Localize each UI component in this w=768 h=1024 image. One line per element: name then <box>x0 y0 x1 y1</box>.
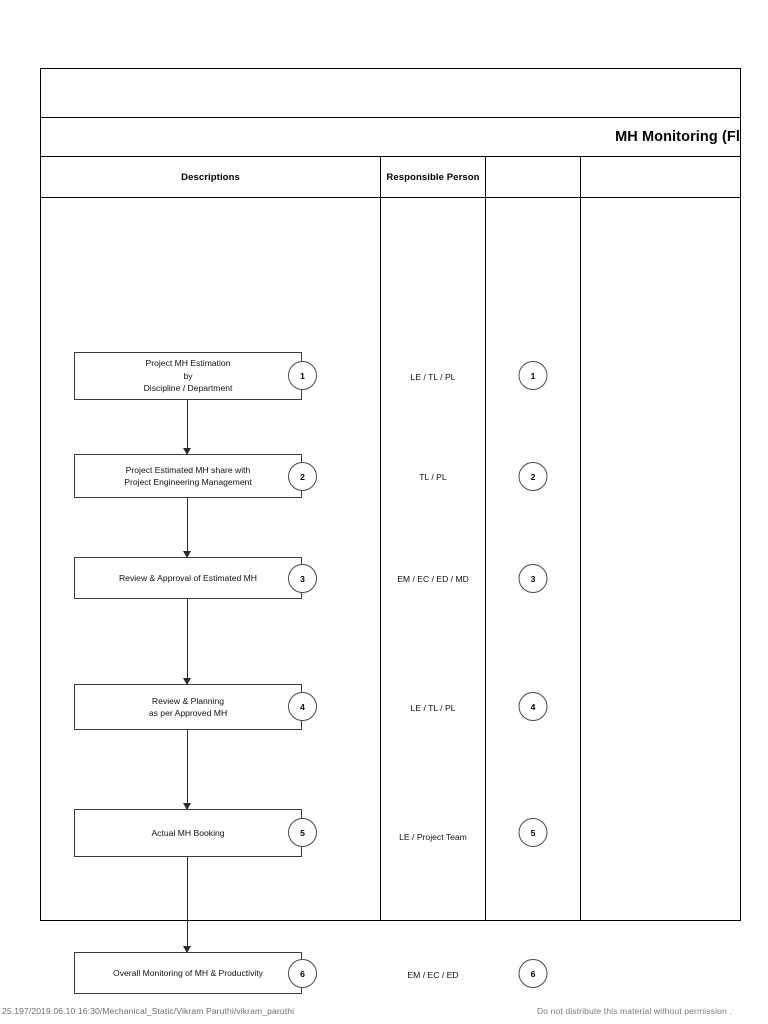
process-box-4-line-2: as per Approved MH <box>148 708 228 718</box>
process-box-1-line-1: Project MH Estimation <box>145 358 231 369</box>
reference-circle-6[interactable]: 6 <box>518 959 548 988</box>
step-circle-5-label: 5 <box>300 827 305 838</box>
step-circle-2[interactable]: 2 <box>288 462 317 491</box>
responsible-person-1: LE / TL / PL <box>410 372 456 382</box>
flowchart-canvas: Project MH Estimation by Discipline / De… <box>41 198 380 994</box>
process-box-6-line-1: Overall Monitoring of MH & Productivity <box>113 967 263 978</box>
reference-circle-6-label: 6 <box>530 968 536 979</box>
extra-canvas <box>581 198 740 920</box>
column-header-reference <box>485 156 581 198</box>
page-footer: 25.197/2019.06.10 16:30/Mechanical_Stati… <box>0 1006 768 1024</box>
header-blank-row <box>40 68 741 118</box>
responsible-person-canvas: LE / TL / PL TL / PL EM / EC / ED / MD L… <box>381 198 485 980</box>
step-circle-4[interactable]: 4 <box>288 692 317 721</box>
footer-revision-path: 25.197/2019.06.10 16:30/Mechanical_Stati… <box>2 1006 295 1016</box>
reference-circle-4-label: 4 <box>530 701 536 712</box>
process-box-3-line-1: Review & Approval of Estimated MH <box>118 572 258 583</box>
reference-circle-3[interactable]: 3 <box>518 564 548 593</box>
header-blank-cell <box>40 68 741 118</box>
process-box-5-line-1: Actual MH Booking <box>151 827 225 838</box>
responsible-person-2: TL / PL <box>419 472 447 482</box>
step-circle-2-label: 2 <box>300 471 305 482</box>
flowchart-body-row: Project MH Estimation by Discipline / De… <box>40 197 741 994</box>
step-circle-1[interactable]: 1 <box>288 361 317 390</box>
column-header-responsible-person: Responsible Person <box>380 156 486 198</box>
process-box-4[interactable]: Review & Planning as per Approved MH <box>74 684 302 730</box>
reference-circle-2-label: 2 <box>530 471 536 482</box>
descriptions-cell: Project MH Estimation by Discipline / De… <box>40 197 381 994</box>
responsible-person-6: EM / EC / ED <box>407 970 459 980</box>
connector-arrow-3-to-4 <box>181 599 194 685</box>
connector-arrow-5-to-6 <box>181 857 194 953</box>
reference-circle-2[interactable]: 2 <box>518 462 548 491</box>
process-box-4-line-1: Review & Planning <box>151 695 225 706</box>
step-circle-3-label: 3 <box>300 573 305 584</box>
extra-cell <box>580 197 741 921</box>
process-box-5[interactable]: Actual MH Booking <box>74 809 302 857</box>
document-table: MH Monitoring (Fl Descriptions Responsib… <box>40 68 741 994</box>
step-circle-6-label: 6 <box>300 968 305 979</box>
process-box-2-line-1: Project Estimated MH share with <box>125 464 251 475</box>
reference-circle-5-label: 5 <box>530 827 536 838</box>
column-header-descriptions: Descriptions <box>40 156 381 198</box>
reference-circle-1[interactable]: 1 <box>518 361 548 390</box>
column-header-extra <box>580 156 741 198</box>
process-box-1[interactable]: Project MH Estimation by Discipline / De… <box>74 352 302 400</box>
column-header-row: Descriptions Responsible Person <box>40 156 741 198</box>
responsible-person-5: LE / Project Team <box>399 832 467 842</box>
step-circle-6[interactable]: 6 <box>288 959 317 988</box>
process-box-2-line-2: Project Engineering Management <box>124 477 252 487</box>
title-row: MH Monitoring (Fl <box>40 117 741 157</box>
responsible-person-3: EM / EC / ED / MD <box>397 574 469 584</box>
reference-circle-3-label: 3 <box>530 573 536 584</box>
step-circle-5[interactable]: 5 <box>288 818 317 847</box>
responsible-person-cell: LE / TL / PL TL / PL EM / EC / ED / MD L… <box>380 197 486 980</box>
footer-disclaimer: Do not distribute this material without … <box>537 1006 732 1016</box>
process-box-1-line-3: Discipline / Department <box>143 383 233 394</box>
process-box-2[interactable]: Project Estimated MH share with Project … <box>74 454 302 498</box>
responsible-person-4: LE / TL / PL <box>410 703 456 713</box>
step-circle-3[interactable]: 3 <box>288 564 317 593</box>
connector-arrow-4-to-5 <box>181 730 194 810</box>
step-circle-1-label: 1 <box>300 370 305 381</box>
step-circle-4-label: 4 <box>300 701 305 712</box>
reference-circle-5[interactable]: 5 <box>518 818 548 847</box>
reference-cell: 1 2 3 4 5 <box>485 197 581 988</box>
document-title: MH Monitoring (Fl <box>40 117 741 157</box>
process-box-6[interactable]: Overall Monitoring of MH & Productivity <box>74 952 302 994</box>
process-box-3[interactable]: Review & Approval of Estimated MH <box>74 557 302 599</box>
reference-circle-4[interactable]: 4 <box>518 692 548 721</box>
connector-arrow-2-to-3 <box>181 498 194 558</box>
reference-circle-1-label: 1 <box>530 370 536 381</box>
process-box-1-line-2: by <box>183 370 193 381</box>
connector-arrow-1-to-2 <box>181 400 194 455</box>
reference-canvas: 1 2 3 4 5 <box>486 198 580 988</box>
